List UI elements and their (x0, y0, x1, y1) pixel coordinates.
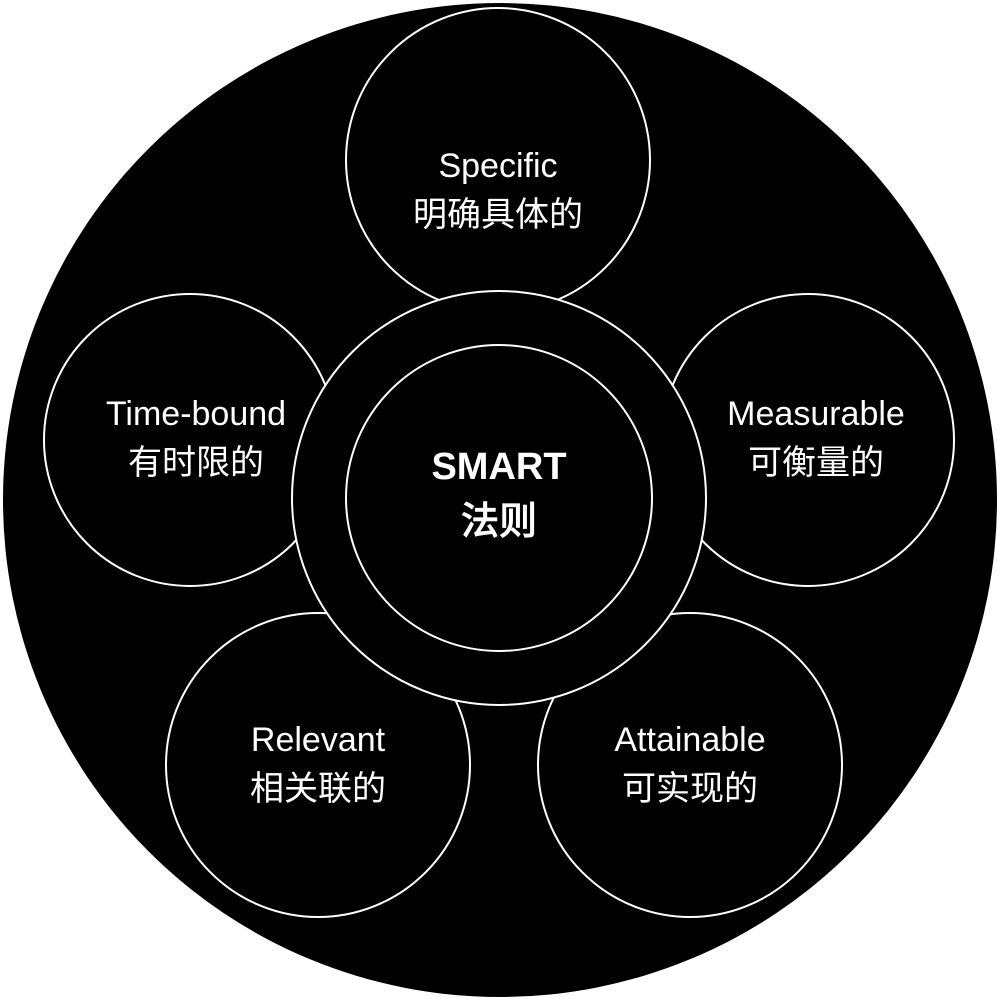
center-title: SMART (431, 446, 567, 488)
label-attainable: Attainable 可实现的 (540, 716, 840, 815)
label-en: Time-bound (105, 395, 287, 433)
label-specific: Specific 明确具体的 (348, 142, 648, 241)
center-subtitle: 法则 (460, 501, 537, 544)
center-ring-inner (345, 344, 653, 652)
circle-relevant (165, 612, 471, 918)
circle-attainable (537, 612, 843, 918)
label-time-bound: Time-bound 有时限的 (46, 390, 346, 489)
label-measurable: Measurable 可衡量的 (666, 390, 966, 489)
label-zh: 可衡量的 (748, 444, 884, 483)
label-zh: 可实现的 (622, 770, 758, 809)
label-en: Attainable (614, 721, 766, 759)
watermark: 公众号 · 叶小钗 (696, 955, 880, 982)
label-en: Specific (438, 147, 558, 185)
label-en: Measurable (727, 395, 905, 433)
label-relevant: Relevant 相关联的 (168, 716, 468, 815)
label-zh: 明确具体的 (413, 196, 583, 235)
label-zh: 相关联的 (250, 770, 386, 809)
center-label: SMART 法则 (349, 440, 649, 550)
label-zh: 有时限的 (128, 444, 264, 483)
label-en: Relevant (250, 721, 386, 759)
